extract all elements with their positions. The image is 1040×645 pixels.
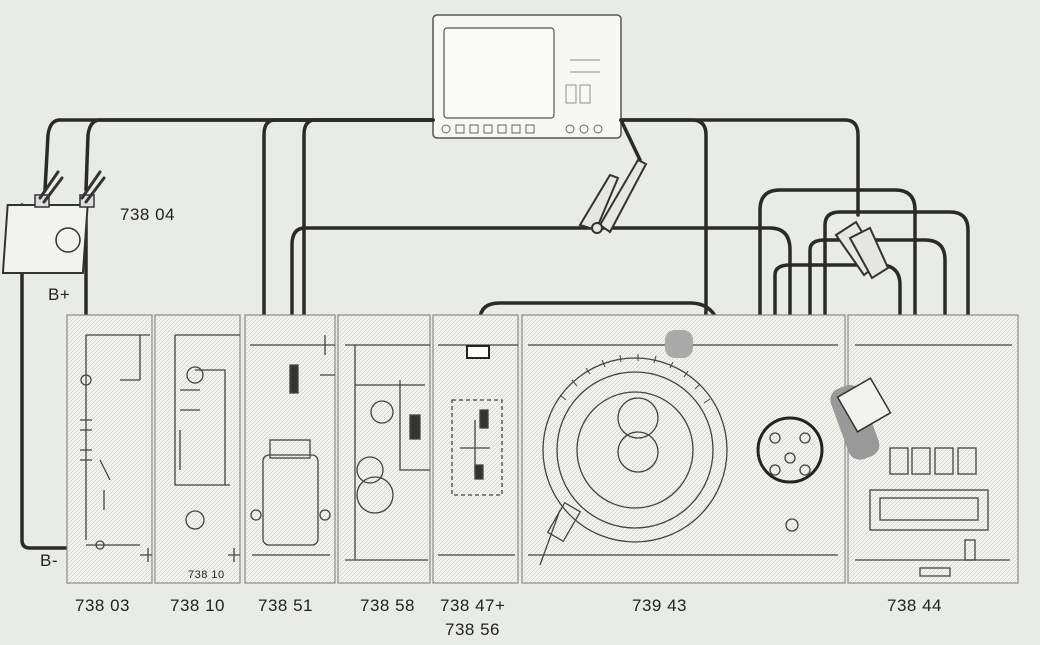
panel-frames <box>66 314 1019 584</box>
panel-label-738-58: 738 58 <box>360 596 415 615</box>
battery-negative-label: B- <box>40 551 58 570</box>
panel-label-738-51: 738 51 <box>258 596 313 615</box>
panel-label-738-44: 738 44 <box>887 596 942 615</box>
battery <box>1 170 106 274</box>
panel-label-738-03: 738 03 <box>75 596 130 615</box>
clamp-probe-center <box>578 158 648 234</box>
panel-label-738-47: 738 47+ <box>440 596 506 615</box>
clamp-probe-right <box>834 220 890 280</box>
panel-label-738-56: 738 56 <box>445 620 500 639</box>
battery-positive-label: B+ <box>48 285 71 304</box>
panel-label-739-43: 739 43 <box>632 596 687 615</box>
panel-plate-label: 738 10 <box>188 569 225 581</box>
oscilloscope-unit <box>432 14 622 139</box>
battery-code-label: 738 04 <box>120 205 175 224</box>
cable-bundle <box>20 118 970 550</box>
panel-label-738-10: 738 10 <box>170 596 225 615</box>
